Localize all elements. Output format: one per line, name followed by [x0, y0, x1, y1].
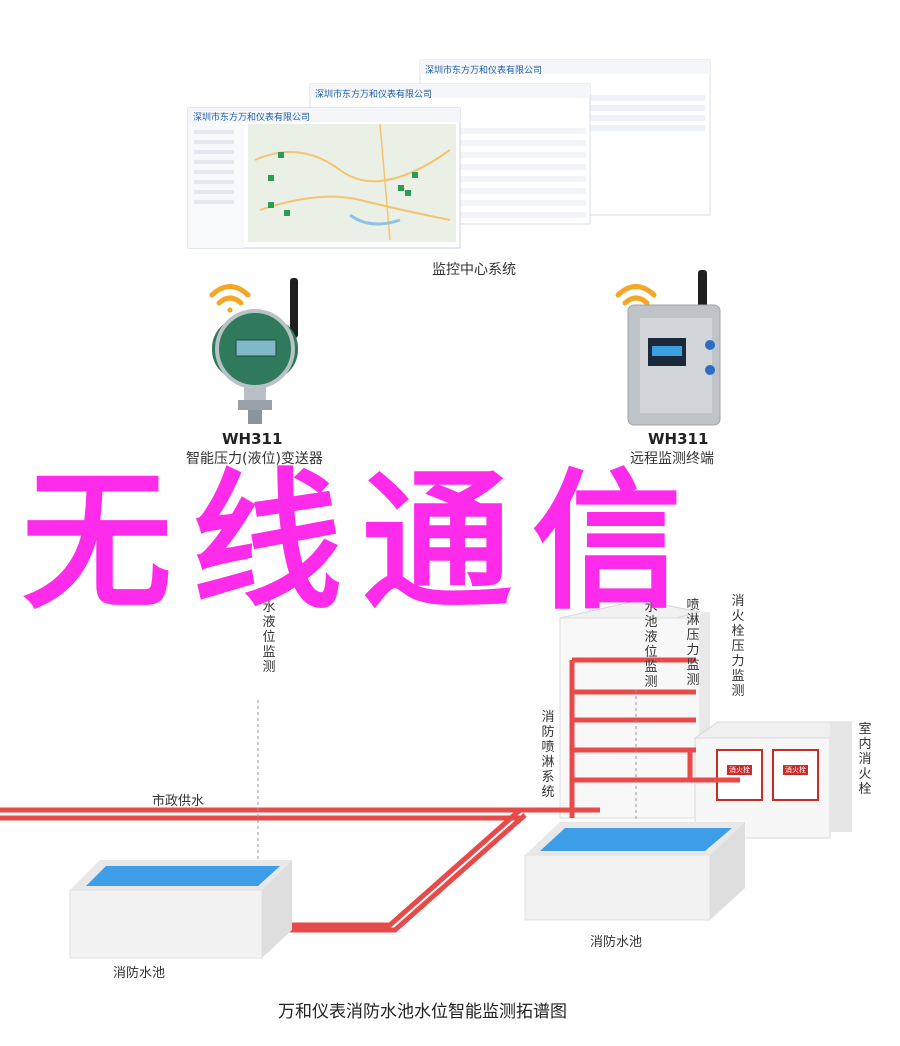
label-right-pool: 消防水池	[590, 935, 643, 950]
window-title-mid: 深圳市东方万和仪表有限公司	[315, 90, 433, 100]
monitor-window-front	[187, 107, 461, 249]
label-sprinkler-system: 消防喷淋系统	[541, 710, 555, 800]
device-model-left: WH311	[222, 430, 283, 448]
sensor-lines	[257, 690, 637, 870]
device-name-left: 智能压力(液位)变送器	[186, 451, 323, 467]
label-hydrant-pressure: 消火栓压力监测	[731, 594, 745, 699]
monitor-caption: 监控中心系统	[432, 262, 516, 278]
label-pool-level: 水池液位监测	[644, 600, 658, 690]
window-title-front: 深圳市东方万和仪表有限公司	[193, 113, 311, 123]
overlay-title: 无线通信	[22, 456, 703, 630]
footer-caption: 万和仪表消防水池水位智能监测拓谱图	[278, 1002, 567, 1022]
fire-pipes	[0, 657, 740, 933]
cabinet-label-2: 消火栓	[783, 765, 808, 775]
remote-terminal-device	[627, 270, 721, 426]
device-model-right: WH311	[648, 430, 709, 448]
window-title-back: 深圳市东方万和仪表有限公司	[425, 66, 543, 76]
cabinet-label-1: 消火栓	[727, 765, 752, 775]
hydrant-cabinet-1	[716, 749, 763, 801]
label-indoor-hydrant: 室内消火栓	[858, 722, 872, 797]
wifi-signal-icon	[209, 284, 251, 313]
hydrant-cabinet-2	[772, 749, 819, 801]
map-area	[248, 124, 456, 242]
device-name-right: 远程监测终端	[630, 451, 714, 467]
label-left-pool: 消防水池	[113, 966, 166, 981]
pressure-transmitter-device	[212, 278, 298, 424]
label-municipal-water: 市政供水	[152, 794, 205, 809]
right-pool	[524, 822, 745, 921]
label-spray-pressure: 喷淋压力监测	[686, 598, 700, 688]
label-left-water-level: 水液位监测	[262, 600, 276, 675]
left-pool	[69, 860, 292, 959]
